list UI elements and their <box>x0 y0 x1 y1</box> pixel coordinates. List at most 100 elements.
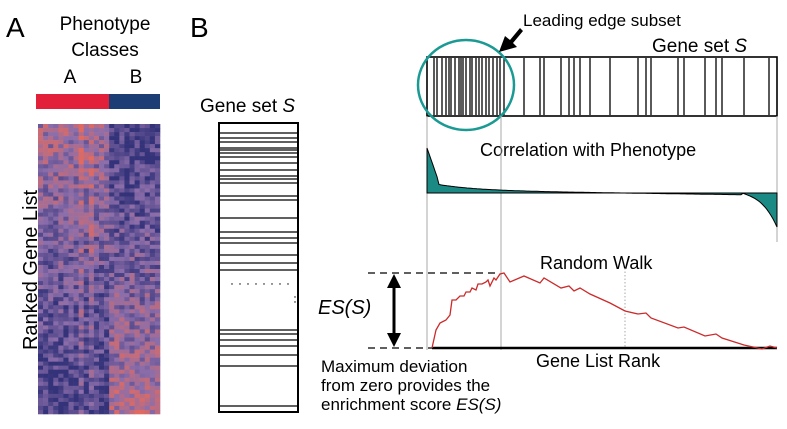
heatmap-cell <box>129 208 135 213</box>
heatmap-cell <box>124 184 130 189</box>
heatmap-cell <box>58 281 64 286</box>
heatmap-cell <box>78 248 85 254</box>
heatmap-cell <box>88 212 95 217</box>
heatmap-cell <box>139 140 146 145</box>
heatmap-cell <box>154 148 161 153</box>
heatmap-cell <box>58 236 64 242</box>
heatmap-cell <box>129 136 135 141</box>
heatmap-cell <box>73 389 79 395</box>
heatmap-cell <box>93 325 100 330</box>
heatmap-cell <box>149 192 156 197</box>
heatmap-cell <box>53 232 59 238</box>
heatmap-cell <box>53 389 59 395</box>
heatmap-cell <box>38 365 44 370</box>
heatmap-cell <box>149 148 156 153</box>
heatmap-cell <box>93 281 100 286</box>
heatmap-cell <box>144 252 151 258</box>
heatmap-cell <box>83 216 90 221</box>
heatmap-cell <box>38 212 44 217</box>
heatmap-cell <box>129 248 135 254</box>
heatmap-cell <box>139 277 146 282</box>
heatmap-cell <box>109 184 115 189</box>
heatmap-cell <box>144 124 151 129</box>
heatmap-cell <box>124 200 130 205</box>
heatmap-cell <box>124 196 130 201</box>
heatmap-cell <box>53 313 59 318</box>
heatmap-cell <box>63 176 69 181</box>
heatmap-cell <box>38 289 44 294</box>
heatmap-cell <box>129 281 135 286</box>
heatmap-cell <box>43 301 49 306</box>
heatmap-cell <box>149 369 156 375</box>
heatmap-cell <box>53 192 59 197</box>
heatmap-cell <box>63 285 69 290</box>
heatmap-cell <box>63 144 69 149</box>
heatmap-cell <box>154 252 161 258</box>
heatmap-cell <box>104 297 110 302</box>
heatmap-cell <box>83 184 90 189</box>
heatmap-cell <box>139 305 146 310</box>
heatmap-cell <box>53 240 59 246</box>
heatmap-cell <box>53 176 59 181</box>
heatmap-cell <box>134 341 140 346</box>
heatmap-cell <box>104 196 110 201</box>
heatmap-cell <box>88 273 95 278</box>
heatmap-cell <box>154 156 161 161</box>
heatmap-cell <box>129 377 135 383</box>
heatmap-cell <box>83 172 90 177</box>
heatmap-cell <box>93 369 100 375</box>
heatmap-cell <box>139 313 146 318</box>
heatmap-cell <box>48 345 54 350</box>
heatmap-cell <box>119 184 125 189</box>
heatmap-cell <box>63 168 69 173</box>
heatmap-cell <box>53 204 59 209</box>
heatmap-cell <box>104 353 110 358</box>
heatmap-cell <box>129 321 135 326</box>
heatmap-cell <box>114 236 120 242</box>
heatmap-cell <box>99 337 105 342</box>
heatmap-cell <box>149 345 156 350</box>
heatmap-cell <box>114 196 120 201</box>
heatmap-cell <box>139 269 146 274</box>
heatmap-cell <box>139 361 146 366</box>
heatmap-cell <box>53 333 59 338</box>
heatmap-cell <box>99 220 105 225</box>
heatmap-cell <box>43 337 49 342</box>
heatmap-cell <box>43 305 49 310</box>
heatmap-cell <box>154 365 161 370</box>
heatmap-cell <box>139 325 146 330</box>
heatmap-cell <box>149 297 156 302</box>
heatmap-cell <box>88 337 95 342</box>
heatmap-cell <box>48 309 54 314</box>
heatmap-cell <box>124 252 130 258</box>
heatmap-cell <box>43 357 49 362</box>
heatmap-cell <box>149 168 156 173</box>
heatmap-cell <box>88 236 95 242</box>
heatmap-cell <box>93 192 100 197</box>
heatmap-cell <box>134 136 140 141</box>
heatmap-cell <box>99 232 105 238</box>
heatmap-cell <box>43 132 49 137</box>
heatmap-cell <box>43 204 49 209</box>
heatmap-cell <box>139 156 146 161</box>
heatmap-cell <box>78 405 85 411</box>
heatmap-cell <box>99 369 105 375</box>
heatmap-cell <box>63 293 69 298</box>
heatmap-cell <box>93 204 100 209</box>
heatmap-cell <box>43 128 49 133</box>
heatmap-cell <box>119 321 125 326</box>
heatmap-cell <box>134 240 140 246</box>
heatmap-cell <box>149 329 156 334</box>
heatmap-cell <box>129 341 135 346</box>
heatmap-cell <box>48 273 54 278</box>
heatmap-cell <box>134 260 140 266</box>
heatmap-cell <box>109 405 115 411</box>
heatmap-cell <box>58 329 64 334</box>
heatmap-cell <box>109 397 115 403</box>
heatmap-cell <box>73 240 79 246</box>
heatmap-cell <box>48 152 54 157</box>
heatmap-cell <box>83 301 90 306</box>
heatmap-cell <box>53 212 59 217</box>
heatmap-cell <box>109 349 115 354</box>
heatmap-cell <box>149 236 156 242</box>
